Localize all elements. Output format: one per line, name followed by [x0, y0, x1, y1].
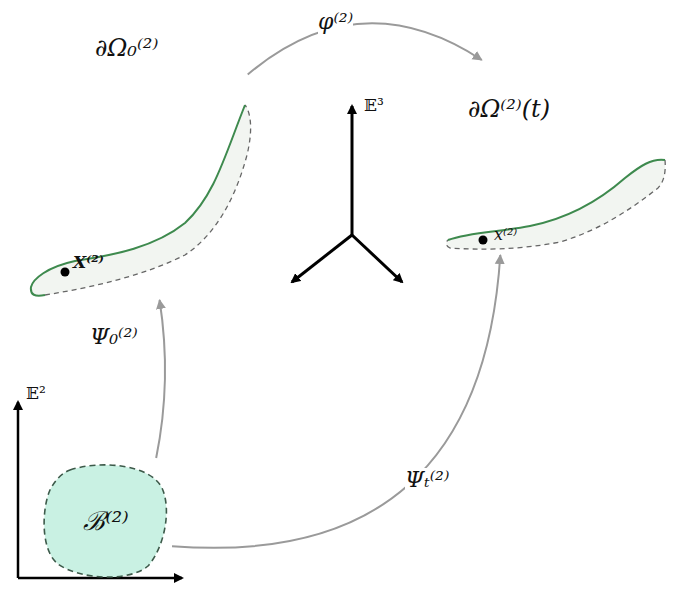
e3-axes [292, 106, 402, 282]
e2-axes [18, 402, 182, 578]
surface-label: ∂Ω₀⁽²⁾ [95, 35, 158, 61]
current-surface: ∂Ω⁽²⁾(t) x⁽²⁾ [440, 60, 672, 255]
mapping-arrow [156, 300, 165, 458]
point-label: X⁽²⁾ [73, 253, 104, 272]
mapping-arrow [172, 255, 500, 548]
mapping-label: Ψₜ⁽²⁾ [405, 468, 449, 492]
mapping-label: Ψ₀⁽²⁾ [90, 325, 138, 349]
mapping-label: φ⁽²⁾ [318, 10, 353, 34]
space-label: 𝔼³ [364, 96, 384, 115]
point-label: x⁽²⁾ [494, 226, 517, 244]
initial-surface: ∂Ω₀⁽²⁾ X⁽²⁾ [25, 25, 257, 300]
shape-outline [440, 60, 672, 255]
reference-domain: ℬ⁽²⁾ [40, 458, 172, 584]
mapping-arrow [248, 23, 482, 74]
space-label: 𝔼² [26, 384, 46, 403]
shape-outline [25, 25, 257, 300]
surface-label: ∂Ω⁽²⁾(t) [468, 96, 550, 122]
surface-label: ℬ⁽²⁾ [83, 507, 128, 536]
